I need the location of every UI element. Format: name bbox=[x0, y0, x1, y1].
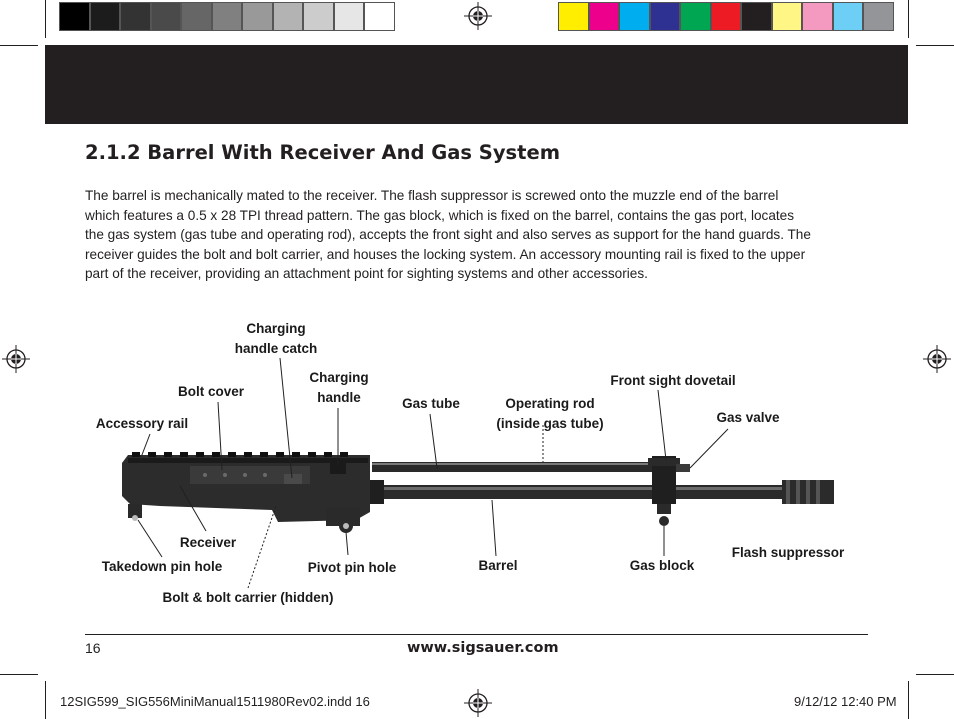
color-swatch bbox=[710, 2, 741, 31]
color-swatch bbox=[619, 2, 650, 31]
label-charging-handle-catch: Charging handle catch bbox=[235, 319, 318, 359]
color-swatch bbox=[649, 2, 680, 31]
crop-mark bbox=[0, 45, 38, 46]
color-swatch bbox=[303, 2, 334, 31]
website-url: www.sigsauer.com bbox=[407, 640, 559, 656]
registration-target-icon bbox=[923, 345, 951, 373]
page-number: 16 bbox=[85, 640, 101, 656]
paragraph-line: part of the receiver, providing an attac… bbox=[85, 266, 648, 282]
section-title: 2.1.2 Barrel With Receiver And Gas Syste… bbox=[85, 141, 561, 164]
color-swatch bbox=[242, 2, 273, 31]
color-swatch bbox=[181, 2, 212, 31]
color-swatch bbox=[150, 2, 181, 31]
label-line: Operating rod bbox=[505, 396, 595, 411]
label-bolt-carrier: Bolt & bolt carrier (hidden) bbox=[162, 590, 334, 605]
label-flash-suppressor: Flash suppressor bbox=[731, 545, 845, 560]
crop-mark bbox=[908, 681, 909, 719]
crop-mark bbox=[916, 45, 954, 46]
color-swatch bbox=[364, 2, 395, 31]
label-line: handle catch bbox=[234, 341, 318, 356]
color-swatch bbox=[680, 2, 711, 31]
slug-filename: 12SIG599_SIG556MiniManual1511980Rev02.in… bbox=[60, 694, 370, 709]
color-swatch bbox=[863, 2, 894, 31]
crop-mark bbox=[45, 681, 46, 719]
label-line: Charging bbox=[309, 370, 369, 385]
rifle-barrel-receiver-illustration bbox=[122, 357, 834, 589]
label-front-sight-dovetail: Front sight dovetail bbox=[610, 373, 736, 388]
registration-target-icon bbox=[2, 345, 30, 373]
color-swatch bbox=[802, 2, 833, 31]
label-gas-valve: Gas valve bbox=[716, 410, 780, 425]
label-line: Charging bbox=[246, 321, 306, 336]
crop-mark bbox=[916, 674, 954, 675]
label-receiver: Receiver bbox=[179, 535, 237, 550]
color-swatch bbox=[120, 2, 151, 31]
label-charging-handle: Charging handle bbox=[309, 368, 368, 408]
footer-rule bbox=[85, 634, 868, 635]
paragraph-line: which features a 0.5 x 28 TPI thread pat… bbox=[85, 207, 795, 223]
label-gas-block: Gas block bbox=[629, 558, 695, 573]
label-operating-rod: Operating rod (inside gas tube) bbox=[496, 394, 603, 434]
color-swatch bbox=[272, 2, 303, 31]
color-swatch bbox=[558, 2, 589, 31]
label-line: handle bbox=[317, 390, 361, 405]
label-bolt-cover: Bolt cover bbox=[177, 384, 245, 399]
color-swatch bbox=[89, 2, 120, 31]
header-band bbox=[45, 45, 908, 124]
color-swatch bbox=[832, 2, 863, 31]
label-accessory-rail: Accessory rail bbox=[95, 416, 189, 431]
section-paragraph: The barrel is mechanically mated to the … bbox=[85, 186, 875, 284]
label-barrel: Barrel bbox=[478, 558, 518, 573]
color-swatch bbox=[59, 2, 90, 31]
label-takedown-pin-hole: Takedown pin hole bbox=[101, 559, 223, 574]
paragraph-line: The barrel is mechanically mated to the … bbox=[85, 188, 779, 203]
registration-target-icon bbox=[464, 689, 492, 717]
crop-mark bbox=[45, 0, 46, 38]
color-swatch bbox=[588, 2, 619, 31]
slug-datetime: 9/12/12 12:40 PM bbox=[794, 694, 897, 709]
paragraph-line: receiver guides the bolt and bolt carrie… bbox=[85, 246, 806, 262]
label-gas-tube: Gas tube bbox=[402, 396, 460, 411]
color-swatch bbox=[741, 2, 772, 31]
label-line: (inside gas tube) bbox=[496, 416, 604, 431]
registration-target-icon bbox=[464, 2, 492, 30]
paragraph-line: the gas system (gas tube and operating r… bbox=[85, 227, 811, 243]
crop-mark bbox=[0, 674, 38, 675]
color-swatch bbox=[333, 2, 364, 31]
color-swatch bbox=[771, 2, 802, 31]
crop-mark bbox=[908, 0, 909, 38]
color-swatch bbox=[211, 2, 242, 31]
label-pivot-pin-hole: Pivot pin hole bbox=[307, 560, 397, 575]
